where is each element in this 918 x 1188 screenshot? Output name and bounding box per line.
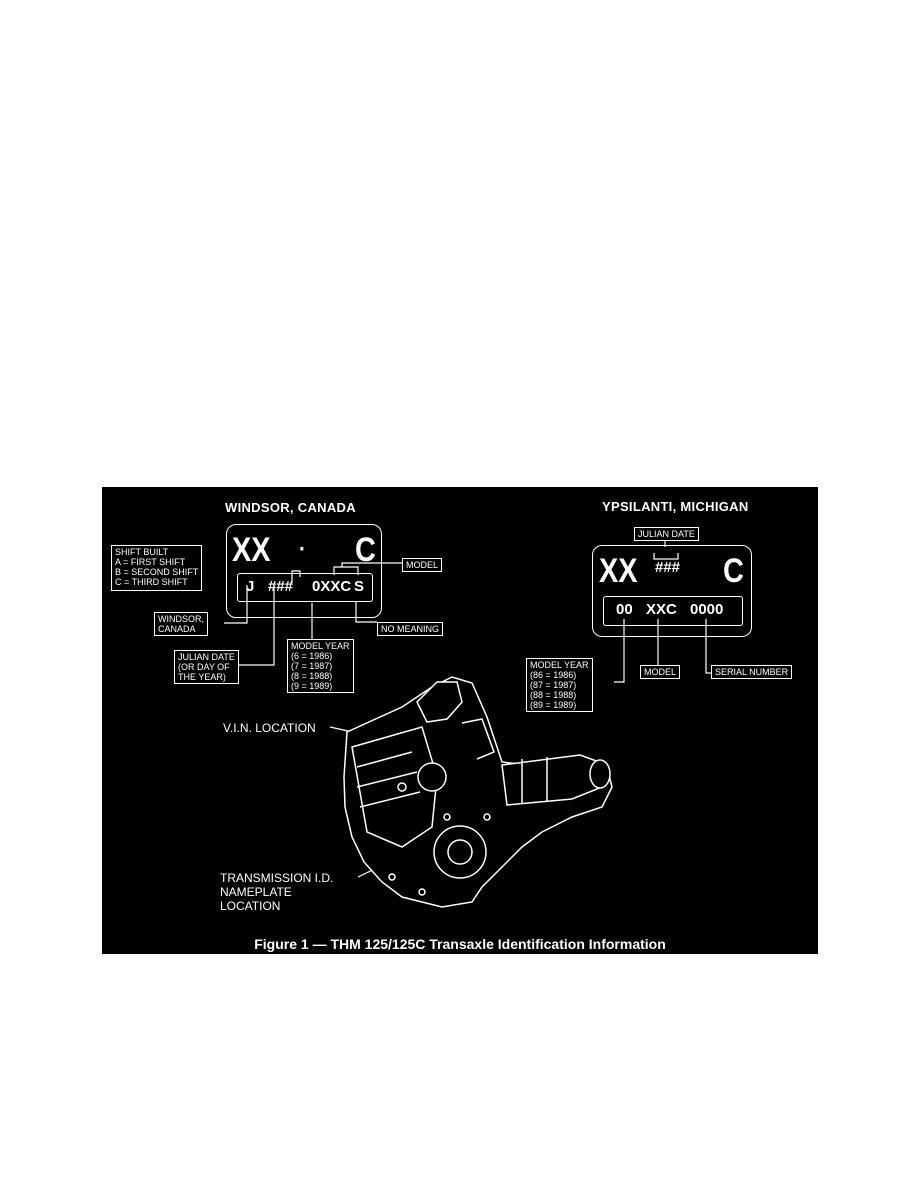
figure-panel: WINDSOR, CANADA XX · C J ### 0XXC S SHIF…: [102, 487, 818, 954]
windsor-julian-line3: THE YEAR): [178, 672, 226, 682]
windsor-code-model: 0XXC: [312, 578, 352, 595]
ypsilanti-code-serial: 0000: [690, 601, 724, 618]
windsor-year-6: (6 = 1986): [291, 651, 333, 661]
ypsilanti-year-86: (86 = 1986): [530, 670, 577, 680]
windsor-model-year-box: MODEL YEAR (6 = 1986) (7 = 1987) (8 = 19…: [287, 639, 354, 693]
windsor-year-8: (8 = 1988): [291, 671, 333, 681]
windsor-year-7: (7 = 1987): [291, 661, 333, 671]
ypsilanti-plate-c: C: [723, 552, 744, 590]
ypsilanti-plate-hash: ###: [655, 559, 681, 576]
ypsilanti-year-87: (87 = 1987): [530, 680, 577, 690]
windsor-location-box: WINDSOR, CANADA: [154, 612, 208, 636]
windsor-code-s: S: [354, 578, 365, 595]
windsor-julian-line1: JULIAN DATE: [178, 652, 235, 662]
transaxle-illustration: [343, 676, 613, 908]
shift-b: B = SECOND SHIFT: [115, 567, 199, 577]
no-meaning-label: NO MEANING: [377, 622, 444, 636]
windsor-plate-xx: XX: [232, 531, 271, 569]
ypsilanti-model-year-title: MODEL YEAR: [530, 660, 589, 670]
shift-built-box: SHIFT BUILT A = FIRST SHIFT B = SECOND S…: [111, 545, 203, 591]
ypsilanti-code-model: XXC: [646, 601, 677, 618]
ypsilanti-model-label: MODEL: [640, 665, 681, 679]
ypsilanti-plate: XX ### C 00 XXC 0000: [592, 545, 752, 637]
windsor-heading: WINDSOR, CANADA: [225, 500, 356, 515]
windsor-plate-c: C: [355, 531, 376, 569]
shift-a: A = FIRST SHIFT: [115, 557, 186, 567]
vin-location-label: V.I.N. LOCATION: [223, 721, 316, 735]
nameplate-line2: NAMEPLATE: [220, 885, 292, 899]
windsor-model-year-title: MODEL YEAR: [291, 641, 350, 651]
ypsilanti-year-88: (88 = 1988): [530, 690, 577, 700]
serial-number-label: SERIAL NUMBER: [711, 665, 793, 679]
windsor-code-box: J ### 0XXC S: [237, 573, 373, 602]
windsor-code-j: J: [246, 578, 255, 595]
shift-built-title: SHIFT BUILT: [115, 547, 169, 557]
windsor-code-hash: ###: [268, 578, 294, 595]
ypsilanti-plate-xx: XX: [599, 552, 638, 590]
windsor-julian-line2: (OR DAY OF: [178, 662, 230, 672]
figure-caption: Figure 1 — THM 125/125C Transaxle Identi…: [254, 936, 666, 952]
ypsilanti-code-year: 00: [616, 601, 633, 618]
ypsilanti-julian-label: JULIAN DATE: [634, 527, 699, 541]
shift-c: C = THIRD SHIFT: [115, 577, 188, 587]
windsor-location-line2: CANADA: [158, 624, 196, 634]
windsor-julian-box: JULIAN DATE (OR DAY OF THE YEAR): [174, 650, 239, 684]
ypsilanti-model-year-box: MODEL YEAR (86 = 1986) (87 = 1987) (88 =…: [526, 658, 593, 712]
windsor-year-9: (9 = 1989): [291, 681, 333, 691]
windsor-model-label: MODEL: [402, 558, 443, 572]
ypsilanti-code-box: 00 XXC 0000: [603, 596, 743, 626]
windsor-plate-dot: ·: [299, 536, 306, 563]
windsor-location-line1: WINDSOR,: [158, 614, 204, 624]
leader-lines: [222, 537, 711, 908]
nameplate-line1: TRANSMISSION I.D.: [220, 871, 334, 885]
ypsilanti-heading: YPSILANTI, MICHIGAN: [602, 499, 749, 514]
windsor-plate: XX · C J ### 0XXC S: [226, 524, 382, 618]
nameplate-location-label: TRANSMISSION I.D. NAMEPLATE LOCATION: [220, 871, 333, 913]
ypsilanti-year-89: (89 = 1989): [530, 700, 577, 710]
nameplate-line3: LOCATION: [220, 899, 281, 913]
